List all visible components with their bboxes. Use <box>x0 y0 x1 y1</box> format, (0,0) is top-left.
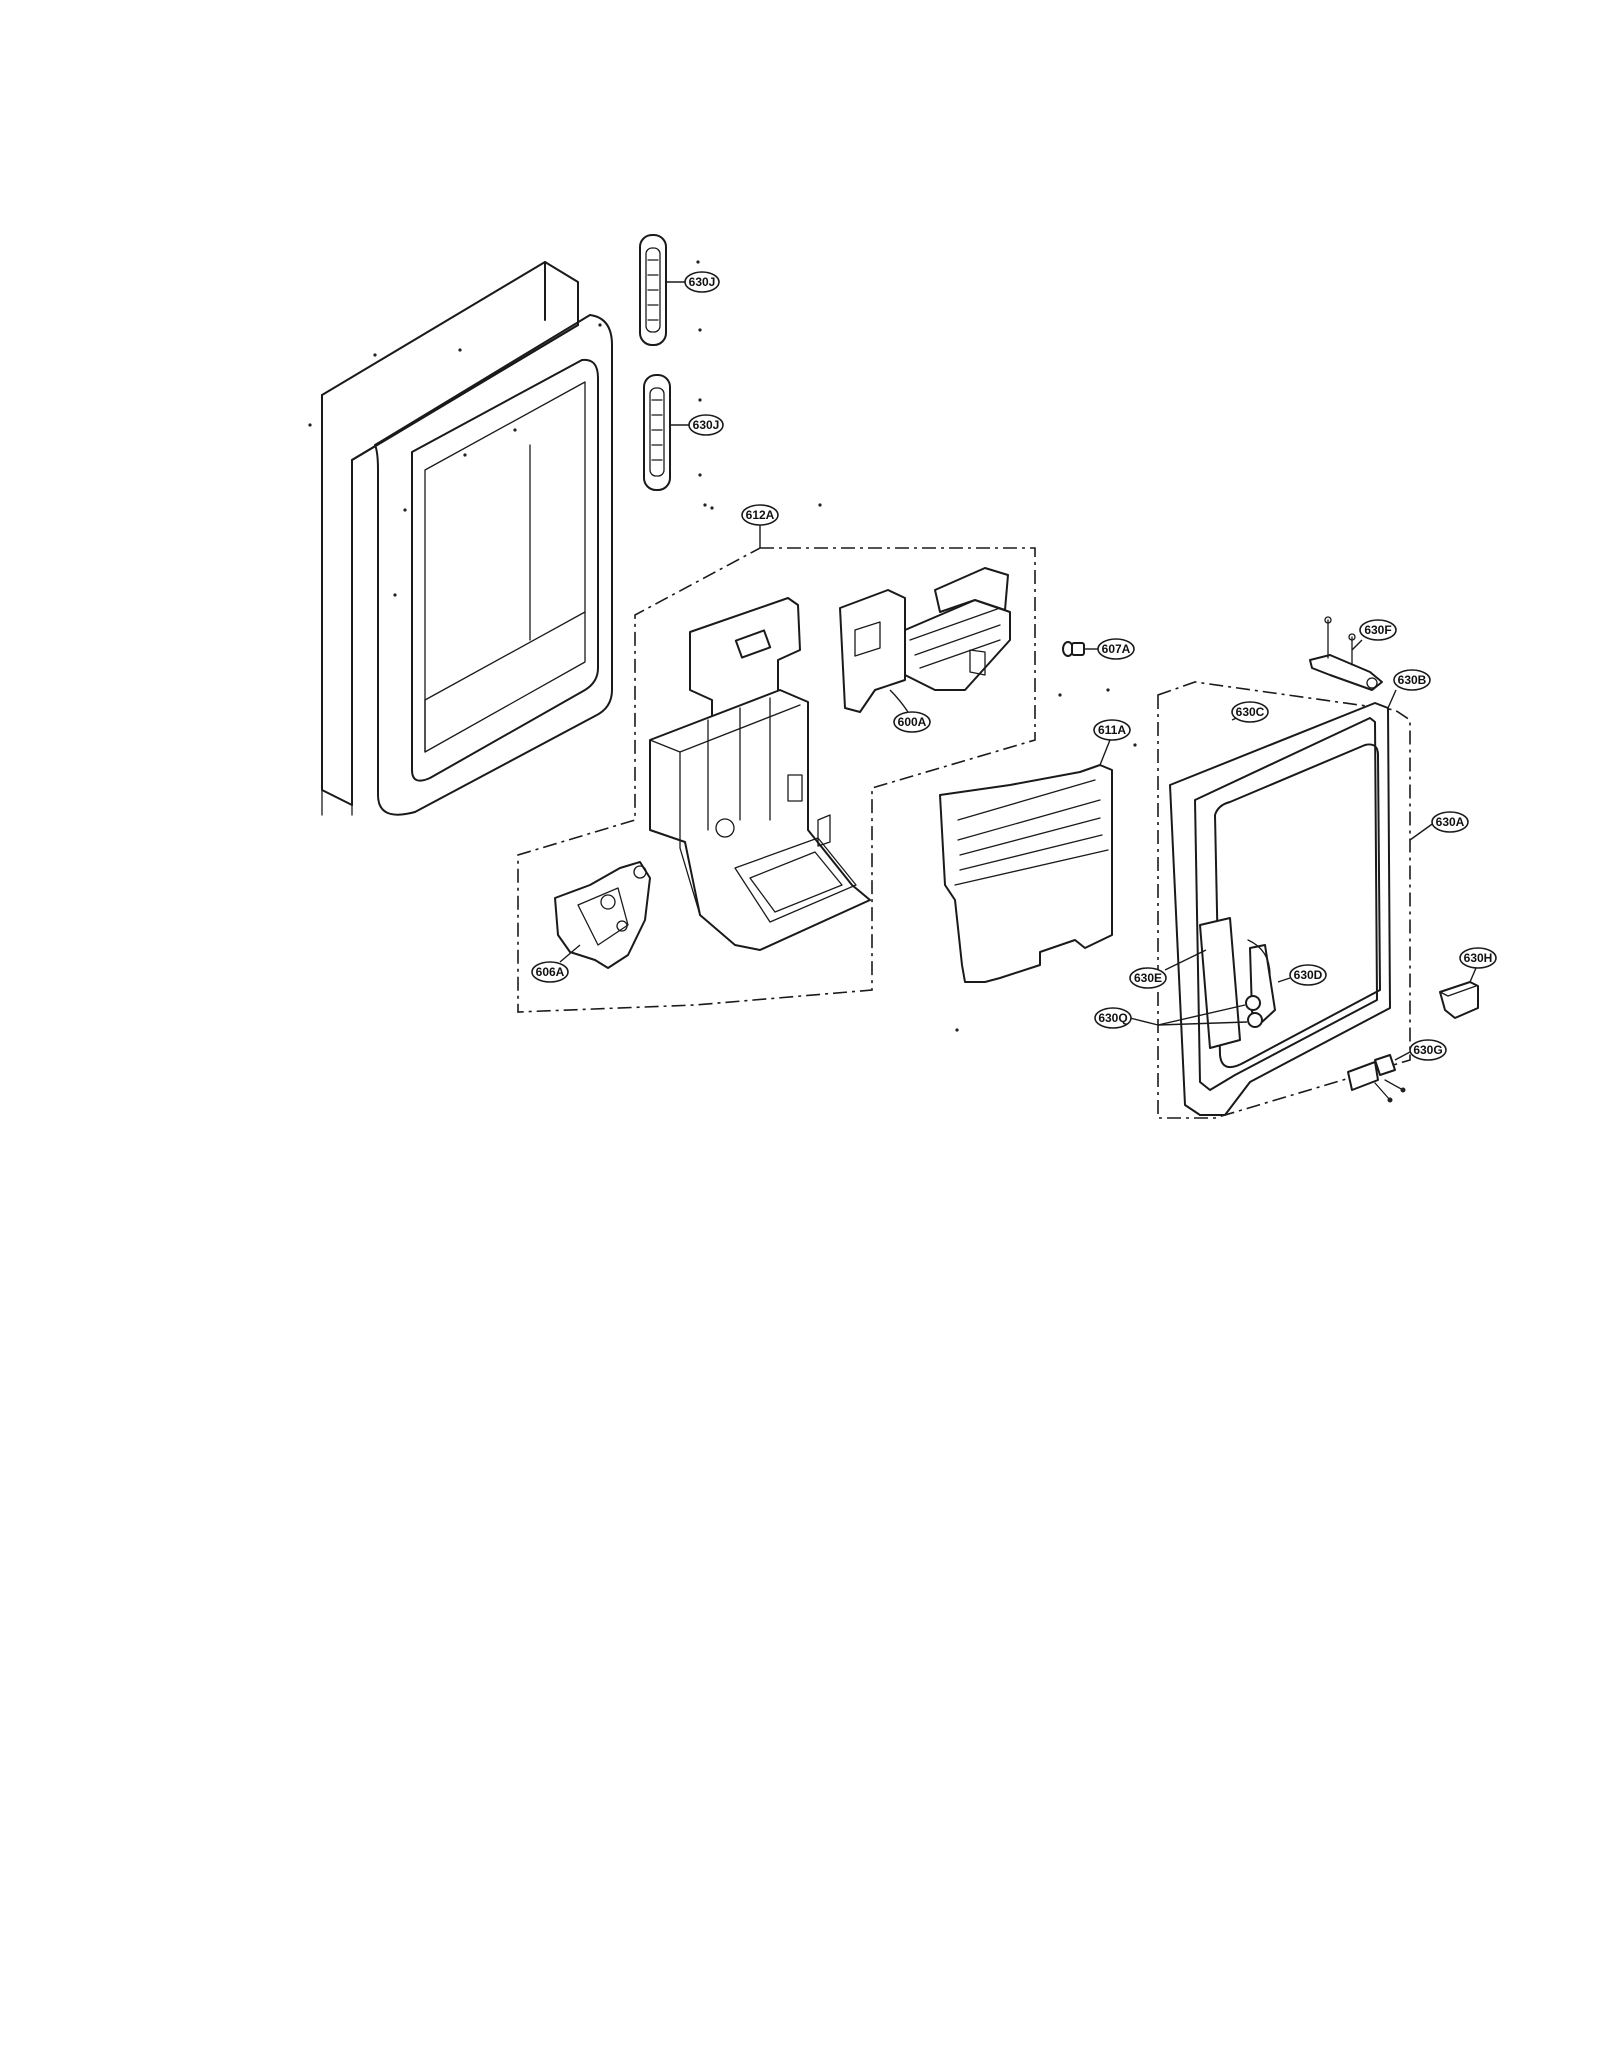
callout-630e: 630E <box>1129 967 1167 989</box>
callout-630c: 630C <box>1231 701 1269 723</box>
callout-label: 630J <box>693 418 720 432</box>
callout-630h: 630H <box>1459 947 1497 969</box>
callout-label: 630F <box>1364 623 1391 637</box>
callout-label: 630J <box>689 275 716 289</box>
callout-630j-lower: 630J <box>688 414 724 436</box>
ice-guide-lower <box>643 374 671 491</box>
callout-label: 612A <box>746 508 775 522</box>
door-liner <box>321 261 613 816</box>
callout-label: 630C <box>1236 705 1265 719</box>
callout-606a: 606A <box>531 961 569 983</box>
callout-label: 606A <box>536 965 565 979</box>
callout-label: 630E <box>1134 971 1162 985</box>
lower-hinge-bracket <box>1347 1054 1406 1103</box>
callout-630f: 630F <box>1359 619 1397 641</box>
callout-label: 630B <box>1398 673 1427 687</box>
callout-label: 630G <box>1413 1043 1442 1057</box>
dispenser-funnel <box>554 861 651 969</box>
door-assembly-630a-boundary <box>1157 681 1411 1119</box>
upper-hinge <box>1309 616 1383 691</box>
callout-630b: 630B <box>1393 669 1431 691</box>
reference-dots <box>308 260 1137 1032</box>
callout-600a: 600A <box>893 711 931 733</box>
dispenser-door <box>1169 702 1391 1116</box>
callout-label: 600A <box>898 715 927 729</box>
dispenser-housing <box>649 597 871 951</box>
callout-607a: 607A <box>1097 638 1135 660</box>
callout-label: 630Q <box>1098 1011 1127 1025</box>
callout-630g: 630G <box>1409 1039 1447 1061</box>
knob-607a <box>1062 641 1085 657</box>
callout-label: 607A <box>1102 642 1131 656</box>
callout-label: 611A <box>1098 723 1126 737</box>
callout-611a: 611A <box>1093 719 1131 741</box>
ice-guide-upper <box>639 234 667 346</box>
leader-lines <box>559 281 1477 1061</box>
callout-630j-upper: 630J <box>684 271 720 293</box>
callout-630q: 630Q <box>1094 1007 1132 1029</box>
callout-630a: 630A <box>1431 811 1469 833</box>
ice-maker <box>839 567 1011 713</box>
callout-label: 630A <box>1436 815 1465 829</box>
ice-chute-cover <box>939 764 1113 983</box>
assembly-612a-boundary <box>517 547 1036 1013</box>
callout-630d: 630D <box>1289 964 1327 986</box>
callout-label: 630H <box>1464 951 1493 965</box>
callout-612a: 612A <box>741 504 779 526</box>
callout-label: 630D <box>1294 968 1323 982</box>
bracket-630h <box>1439 981 1479 1019</box>
